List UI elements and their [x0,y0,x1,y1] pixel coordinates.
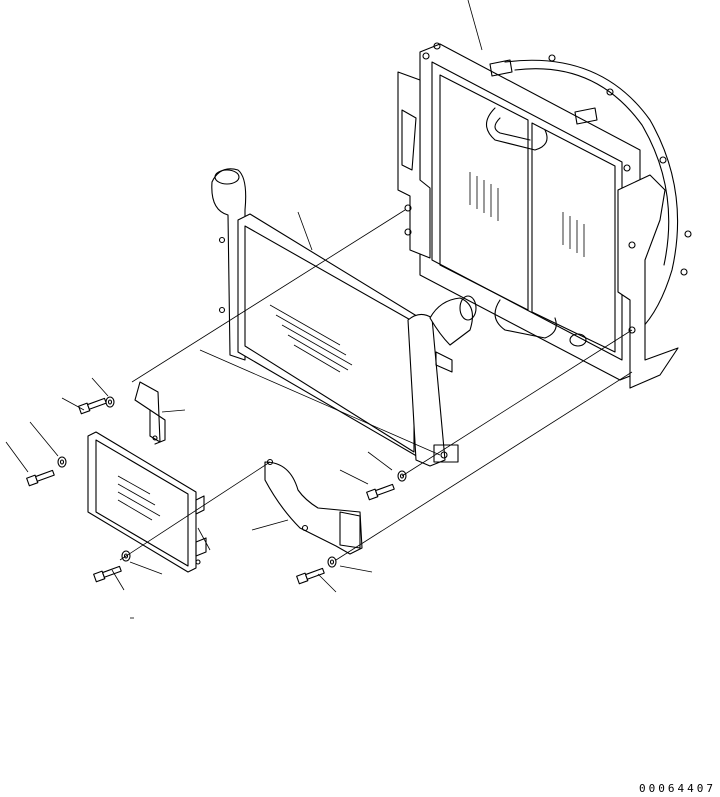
left-mounting-bracket [135,382,165,444]
assembly-lines [120,210,632,560]
radiator-assembly [398,43,691,388]
bolt-icon [79,397,107,414]
right-mounting-bracket [265,460,362,555]
leader-lines [6,0,482,618]
washer-icon [58,457,66,467]
frame-bolt-icons [405,43,691,333]
front-cover-plate [88,432,206,572]
washer-icon [106,397,114,407]
drawing-number: 00064407 [639,782,716,795]
bolt-icon [94,565,122,582]
bolt-icon [297,567,325,584]
bolt-icons [27,397,395,584]
washer-icon [328,557,336,567]
bolt-icon [27,469,55,486]
bolt-icon [367,483,395,500]
aftercooler-core [212,169,476,466]
